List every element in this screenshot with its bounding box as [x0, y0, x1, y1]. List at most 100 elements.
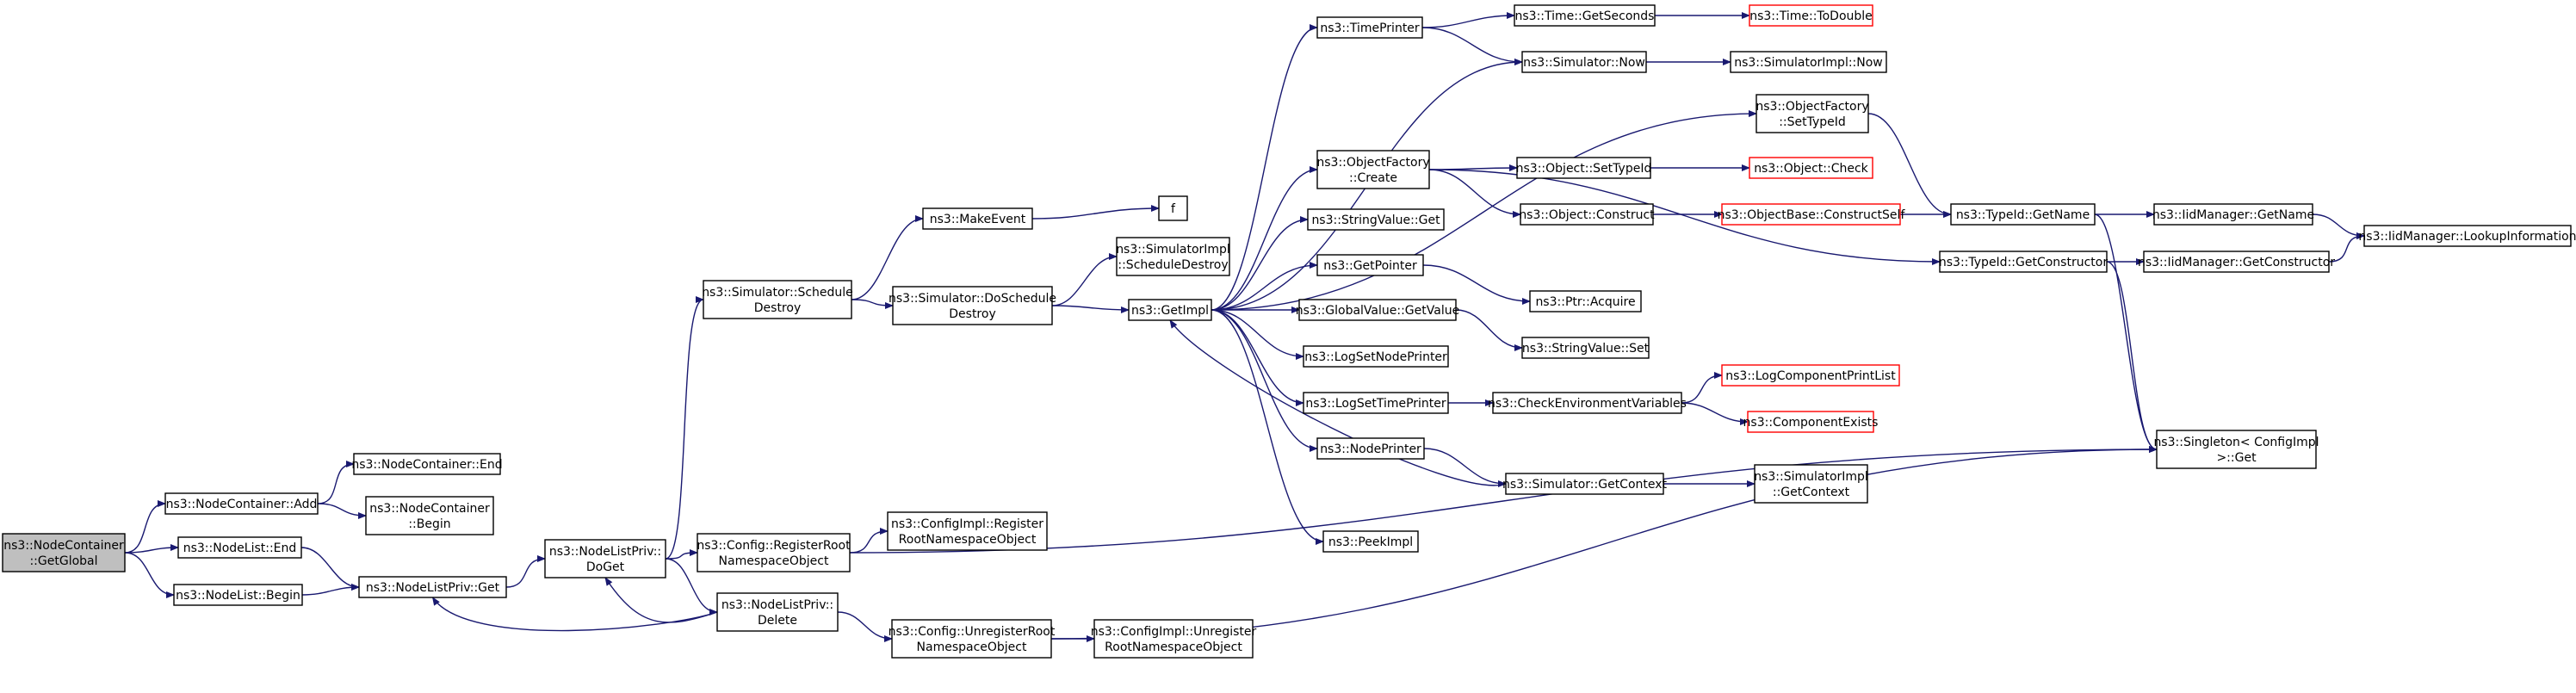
edge-checkenv-to-comp-exists	[1681, 402, 1749, 425]
node-getpointer[interactable]: ns3::GetPointer	[1316, 254, 1424, 276]
node-checkenv[interactable]: ns3::CheckEnvironmentVariables	[1488, 392, 1687, 414]
node-nc-add[interactable]: ns3::NodeContainer::Add	[164, 492, 319, 515]
node-label: ns3::IidManager::GetConstructor	[2138, 256, 2335, 269]
node-singleton-get[interactable]: ns3::Singleton< ConfigImpl >::Get	[2153, 430, 2319, 469]
node-label: ns3::LogComponentPrintList	[1725, 369, 1896, 383]
node-iid-lookup[interactable]: ns3::IidManager::LookupInformation	[2358, 225, 2576, 247]
node-root[interactable]: ns3::NodeContainer::GetGlobal	[2, 533, 126, 572]
node-box	[1950, 203, 2096, 226]
node-label: ns3::TimePrinter	[1320, 22, 1420, 35]
node-box	[1316, 150, 1430, 189]
node-logcomp-print[interactable]: ns3::LogComponentPrintList	[1721, 364, 1900, 387]
node-label: ns3::NodeListPriv::	[721, 598, 833, 612]
node-objf-create[interactable]: ns3::ObjectFactory::Create	[1316, 150, 1430, 189]
node-ptr-acquire[interactable]: ns3::Ptr::Acquire	[1529, 290, 1642, 312]
node-box	[1749, 157, 1873, 179]
node-nc-end[interactable]: ns3::NodeContainer::End	[351, 453, 503, 475]
node-nlp-delete[interactable]: ns3::NodeListPriv::Delete	[716, 592, 839, 632]
node-obj-construct[interactable]: ns3::Object::Construct	[1519, 203, 1655, 226]
edge-root-to-nl-begin	[124, 552, 175, 598]
edge-nlp-delete-to-nlp-doget	[604, 577, 718, 623]
node-simimpl-now[interactable]: ns3::SimulatorImpl::Now	[1730, 51, 1887, 73]
node-cfg-unregroot[interactable]: ns3::Config::UnregisterRootNamespaceObje…	[889, 619, 1056, 659]
edge-typeid-getctor-to-singleton-get	[2106, 261, 2158, 453]
node-nc-begin[interactable]: ns3::NodeContainer::Begin	[365, 496, 494, 535]
node-logsettime[interactable]: ns3::LogSetTimePrinter	[1303, 392, 1449, 414]
node-nl-begin[interactable]: ns3::NodeList::Begin	[173, 584, 303, 606]
node-box	[1093, 619, 1254, 659]
node-obj-check[interactable]: ns3::Object::Check	[1749, 157, 1873, 179]
node-box	[1721, 364, 1900, 387]
node-label: ns3::ComponentExists	[1743, 416, 1879, 430]
node-box	[544, 539, 666, 579]
node-sim-sched[interactable]: ns3::Simulator::ScheduleDestroy	[702, 280, 853, 319]
node-label: ns3::ObjectBase::ConstructSelf	[1718, 208, 1906, 222]
node-nlp-doget[interactable]: ns3::NodeListPriv::DoGet	[544, 539, 666, 579]
node-cfgimpl-reg[interactable]: ns3::ConfigImpl::RegisterRootNamespaceOb…	[887, 511, 1048, 551]
node-obj-settypeid[interactable]: ns3::Object::SetTypeId	[1516, 157, 1652, 179]
node-box	[1298, 299, 1457, 321]
edge-timeprinter-to-time-getsec	[1421, 12, 1515, 28]
node-nodeprinter[interactable]: ns3::NodePrinter	[1316, 437, 1425, 460]
node-timeprinter[interactable]: ns3::TimePrinter	[1316, 16, 1423, 39]
edge-getimpl-to-objf-create	[1211, 166, 1318, 311]
node-label: Delete	[758, 614, 797, 628]
node-label: ns3::TypeId::GetName	[1956, 208, 2090, 222]
edge-sim-getctx-to-getimpl	[1169, 319, 1507, 486]
node-getimpl[interactable]: ns3::GetImpl	[1128, 299, 1212, 321]
node-simimpl-getctx[interactable]: ns3::SimulatorImpl::GetContext	[1754, 464, 1868, 504]
node-simimpl-sched[interactable]: ns3::SimulatorImpl::ScheduleDestroy	[1116, 237, 1230, 276]
node-label: ns3::NodeContainer	[369, 502, 490, 516]
node-logsetnode[interactable]: ns3::LogSetNodePrinter	[1303, 345, 1449, 368]
node-box	[1322, 530, 1419, 553]
node-box	[887, 511, 1048, 551]
node-label: ns3::Time::GetSeconds	[1515, 9, 1655, 23]
node-box	[1505, 473, 1664, 495]
node-make-event[interactable]: ns3::MakeEvent	[922, 207, 1033, 230]
node-label: ns3::SimulatorImpl	[1754, 470, 1868, 484]
node-sim-now[interactable]: ns3::Simulator::Now	[1521, 51, 1647, 73]
node-label: ns3::MakeEvent	[930, 213, 1026, 226]
node-strval-get[interactable]: ns3::StringValue::Get	[1307, 208, 1445, 231]
node-label: ::GetGlobal	[29, 554, 97, 568]
edge-getimpl-to-logsetnode	[1211, 309, 1304, 360]
node-nlp-get[interactable]: ns3::NodeListPriv::Get	[358, 576, 507, 598]
node-box	[177, 536, 302, 559]
node-box	[1939, 251, 2108, 273]
edge-nl-begin-to-nlp-get	[301, 584, 360, 596]
node-objf-settypeid[interactable]: ns3::ObjectFactory::SetTypeId	[1756, 94, 1869, 133]
node-typeid-getctor[interactable]: ns3::TypeId::GetConstructor	[1939, 251, 2108, 273]
node-label: ns3::GetImpl	[1131, 304, 1209, 318]
node-label: ns3::TypeId::GetConstructor	[1939, 256, 2108, 269]
node-peekimpl[interactable]: ns3::PeekImpl	[1322, 530, 1419, 553]
node-box	[173, 584, 303, 606]
node-label: >::Get	[2216, 451, 2257, 465]
node-gv-getvalue[interactable]: ns3::GlobalValue::GetValue	[1296, 299, 1459, 321]
node-cfgimpl-unreg[interactable]: ns3::ConfigImpl::UnregisterRootNamespace…	[1091, 619, 1257, 659]
node-iid-getname[interactable]: ns3::IidManager::GetName	[2152, 203, 2314, 226]
node-objbase-cs[interactable]: ns3::ObjectBase::ConstructSelf	[1718, 203, 1906, 226]
node-nl-end[interactable]: ns3::NodeList::End	[177, 536, 302, 559]
node-comp-exists[interactable]: ns3::ComponentExists	[1743, 411, 1879, 433]
node-sim-getctx[interactable]: ns3::Simulator::GetContext	[1502, 473, 1668, 495]
edge-nlp-doget-to-nlp-delete	[665, 558, 718, 616]
node-box	[1529, 290, 1642, 312]
node-f[interactable]: f	[1158, 195, 1188, 221]
node-strval-set[interactable]: ns3::StringValue::Set	[1521, 337, 1650, 359]
edge-typeid-getname-to-singleton-get	[2094, 213, 2158, 453]
edge-getpointer-to-ptr-acquire	[1422, 264, 1531, 305]
node-layer: ns3::NodeContainer::GetGlobalns3::NodeCo…	[2, 4, 2576, 659]
node-label: ns3::PeekImpl	[1328, 535, 1413, 549]
node-time-getsec[interactable]: ns3::Time::GetSeconds	[1514, 4, 1656, 27]
node-typeid-getname[interactable]: ns3::TypeId::GetName	[1950, 203, 2096, 226]
node-box	[1516, 157, 1651, 179]
node-iid-getctor[interactable]: ns3::IidManager::GetConstructor	[2138, 251, 2335, 273]
node-label: ::GetContext	[1773, 486, 1850, 499]
node-box	[1316, 437, 1425, 460]
node-label: ns3::Time::ToDouble	[1749, 9, 1873, 23]
node-box	[1316, 16, 1423, 39]
node-time-todouble[interactable]: ns3::Time::ToDouble	[1749, 4, 1873, 27]
edge-root-to-nc-add	[124, 500, 166, 554]
